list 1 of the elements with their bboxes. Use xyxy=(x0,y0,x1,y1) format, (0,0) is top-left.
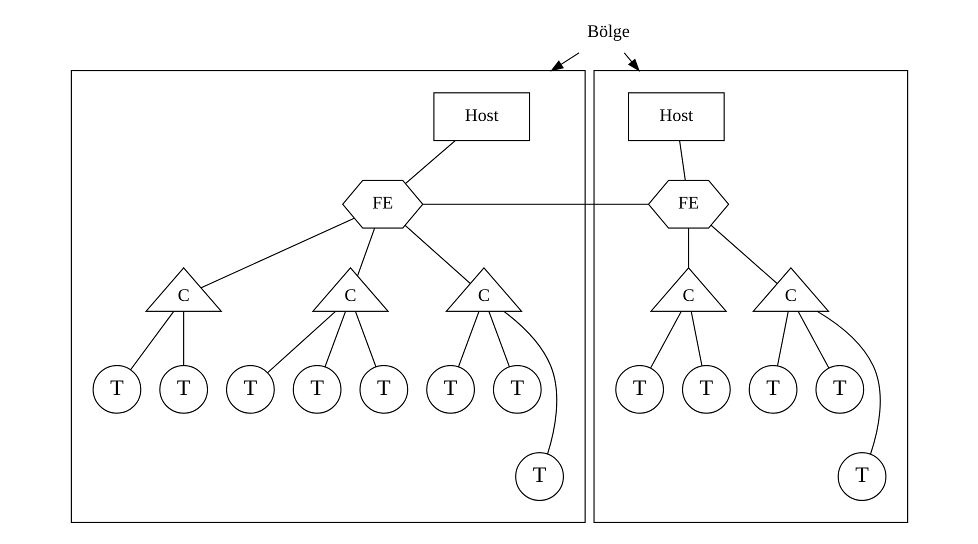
node-text: Bölge xyxy=(586,20,630,41)
